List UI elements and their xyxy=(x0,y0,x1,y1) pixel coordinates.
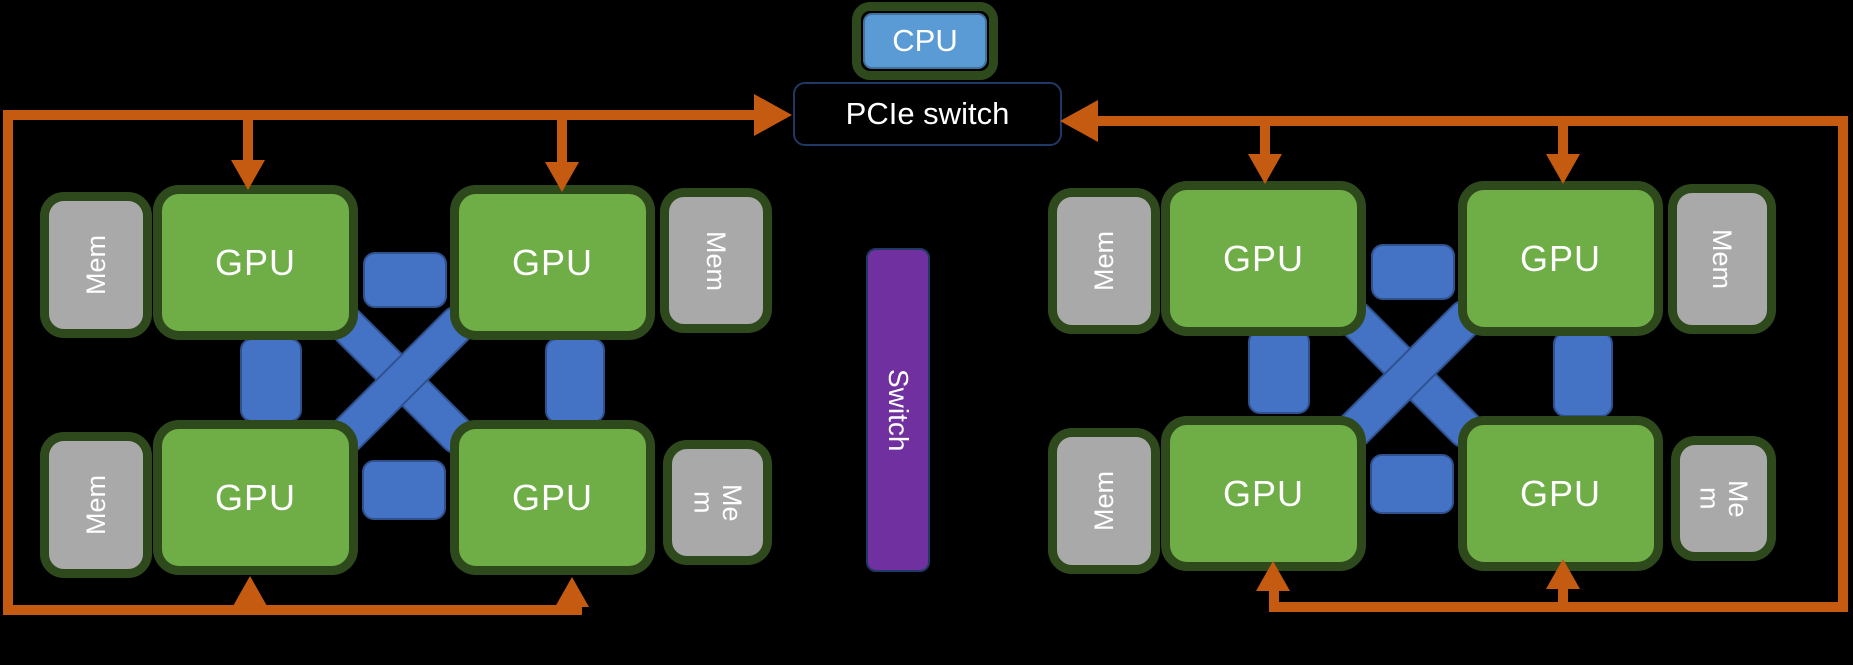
nvlink-connector-bottom xyxy=(362,460,446,520)
nvlink-connector-top xyxy=(1371,244,1455,300)
gpu-label: GPU xyxy=(1222,237,1304,279)
interconnect-switch-box: Switch xyxy=(866,248,930,572)
pcie-branch-stem xyxy=(1558,124,1568,156)
gpu-label: GPU xyxy=(1519,237,1601,279)
pcie-branch-stem xyxy=(557,118,567,164)
pcie-bus-left-vertical-line xyxy=(3,110,13,615)
pcie-switch-box: PCIe switch xyxy=(793,82,1062,146)
cpu-box: CPU xyxy=(852,2,998,80)
mem-box: Mem xyxy=(1048,428,1160,574)
gpu-label: GPU xyxy=(214,476,296,518)
pcie-branch-stem xyxy=(243,118,253,162)
nvlink-connector-right xyxy=(545,338,605,423)
mem-label: Me m xyxy=(1694,479,1753,518)
mem-box: Mem xyxy=(40,192,152,338)
gpu-box: GPU xyxy=(1161,181,1366,336)
interconnect-switch-label: Switch xyxy=(883,368,914,452)
gpu-label: GPU xyxy=(214,241,296,283)
pcie-switch-label: PCIe switch xyxy=(845,96,1010,131)
mem-box: Mem xyxy=(660,188,772,333)
pcie-bus-right-vertical-line xyxy=(1838,116,1848,612)
mem-box: Me m xyxy=(1671,436,1776,561)
pcie-branch-stem xyxy=(1269,589,1279,605)
gpu-label: GPU xyxy=(1519,472,1601,514)
mem-label: Mem xyxy=(1707,229,1738,289)
gpu-box: GPU xyxy=(450,420,655,575)
nvlink-connector-bottom xyxy=(1370,454,1454,514)
pcie-bus-left-top-line xyxy=(8,110,756,120)
gpu-label: GPU xyxy=(511,241,593,283)
arrowhead-into-gpu xyxy=(555,577,589,607)
gpu-box: GPU xyxy=(1458,181,1663,336)
pcie-branch-stem xyxy=(1558,587,1568,605)
pcie-bus-right-top-line xyxy=(1094,116,1848,126)
pcie-bus-left-bottom-line xyxy=(8,605,582,615)
gpu-box: GPU xyxy=(1458,416,1663,571)
mem-label: Mem xyxy=(1088,471,1119,531)
cpu-label: CPU xyxy=(863,13,987,69)
mem-box: Mem xyxy=(1048,188,1160,334)
pcie-branch-stem xyxy=(1260,124,1270,156)
gpu-box: GPU xyxy=(153,420,358,575)
mem-box: Mem xyxy=(40,432,152,578)
gpu-cluster-right: Mem GPU GPU Mem Mem GPU GPU Me m xyxy=(1048,177,1788,574)
pcie-bus-right-bottom-line xyxy=(1269,602,1848,612)
mem-label: Mem xyxy=(80,235,111,295)
mem-label: Mem xyxy=(80,475,111,535)
nvlink-connector-left xyxy=(1248,330,1310,414)
mem-box: Me m xyxy=(663,440,772,565)
mem-label: Mem xyxy=(1088,231,1119,291)
gpu-cluster-left: Mem GPU GPU Mem Mem GPU GPU Me m xyxy=(40,181,780,578)
gpu-label: GPU xyxy=(511,476,593,518)
nvlink-connector-top xyxy=(363,252,447,308)
gpu-label: GPU xyxy=(1222,472,1304,514)
gpu-box: GPU xyxy=(1161,416,1366,571)
arrowhead-into-pcie-switch-left xyxy=(754,94,792,136)
mem-box: Mem xyxy=(1668,184,1776,334)
nvlink-connector-left xyxy=(240,338,302,422)
gpu-box: GPU xyxy=(450,185,655,340)
arrowhead-into-pcie-switch-right xyxy=(1060,100,1098,142)
nvlink-connector-right xyxy=(1553,332,1613,417)
gpu-box: GPU xyxy=(153,185,358,340)
mem-label: Mem xyxy=(701,230,732,291)
arrowhead-into-gpu xyxy=(233,576,267,606)
mem-label: Me m xyxy=(688,483,747,522)
